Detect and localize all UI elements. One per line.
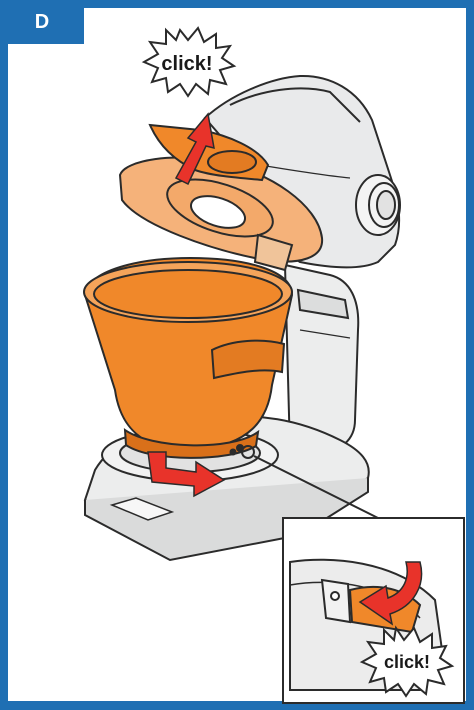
curved-arrow-icon: [358, 561, 423, 626]
rotate-arrow-icon: [147, 451, 226, 498]
detail-leader: [241, 445, 379, 519]
mixer-head: [203, 74, 401, 269]
click-burst-icon: click!: [141, 26, 237, 98]
bowl-lid: [118, 156, 324, 272]
detail-inset: click!: [282, 517, 465, 704]
inset-click-burst-icon: click!: [359, 625, 455, 698]
filling-chute: [148, 123, 270, 182]
top-click-text: click!: [161, 53, 212, 75]
mixing-bowl: [83, 256, 294, 459]
step-label: D: [0, 0, 84, 44]
up-arrow-icon: [174, 112, 215, 186]
mixer-column: [283, 263, 360, 453]
control-knob: [355, 174, 401, 236]
inset-click-text: click!: [384, 652, 430, 672]
